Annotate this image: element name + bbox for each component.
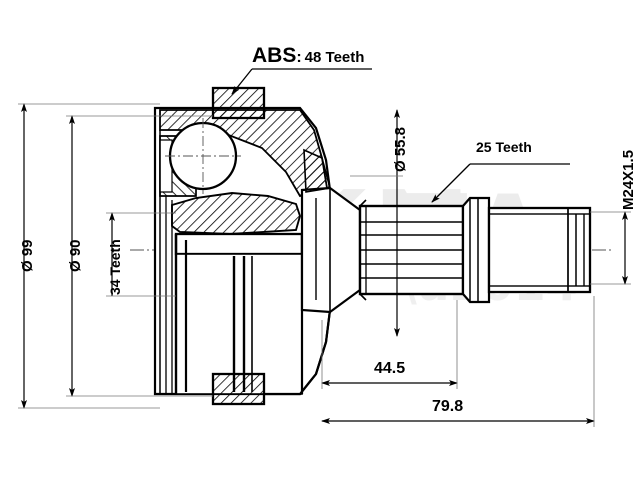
dimension-diameter-90 xyxy=(66,115,213,397)
abs-label-value: 48 Teeth xyxy=(304,49,365,66)
abs-label-separator: : xyxy=(296,49,302,66)
diameter-99-label: Ø 99 xyxy=(19,239,36,272)
inner-race-body xyxy=(171,192,301,235)
abs-label-group: ABS:48 Teeth xyxy=(252,44,364,68)
dimension-length-79-8 xyxy=(321,296,595,427)
lower-retainer-ring xyxy=(211,372,266,406)
thread-m24-label: M24X1.5 xyxy=(620,149,637,210)
housing-wall-lines xyxy=(159,130,173,394)
teeth-25-label: 25 Teeth xyxy=(476,139,532,155)
abs-label-prefix: ABS xyxy=(252,44,297,67)
abs-leader-line xyxy=(231,68,372,95)
diameter-55-8-label: Ø 55.8 xyxy=(392,126,409,172)
length-44-5-label: 44.5 xyxy=(374,360,406,377)
housing-lower-section xyxy=(264,309,332,396)
teeth-25-leader-line xyxy=(431,163,570,203)
shaft-shoulder xyxy=(461,196,491,304)
dimension-thread-m24 xyxy=(590,211,631,285)
length-79-8-label: 79.8 xyxy=(432,398,464,415)
shaft-transition-cone xyxy=(300,148,362,314)
splined-bore xyxy=(174,232,304,395)
dimension-diameter-55-8 xyxy=(350,109,403,337)
splined-shaft-25 xyxy=(358,199,465,301)
dimension-length-44-5 xyxy=(321,300,458,389)
bearing-ball xyxy=(165,118,241,194)
abs-tone-ring xyxy=(211,86,266,120)
threaded-end xyxy=(487,206,592,294)
dimension-teeth-34 xyxy=(106,212,176,297)
diameter-90-label: Ø 90 xyxy=(67,239,84,272)
dimension-diameter-99 xyxy=(18,103,160,409)
teeth-34-label: 34 Teeth xyxy=(107,239,123,295)
